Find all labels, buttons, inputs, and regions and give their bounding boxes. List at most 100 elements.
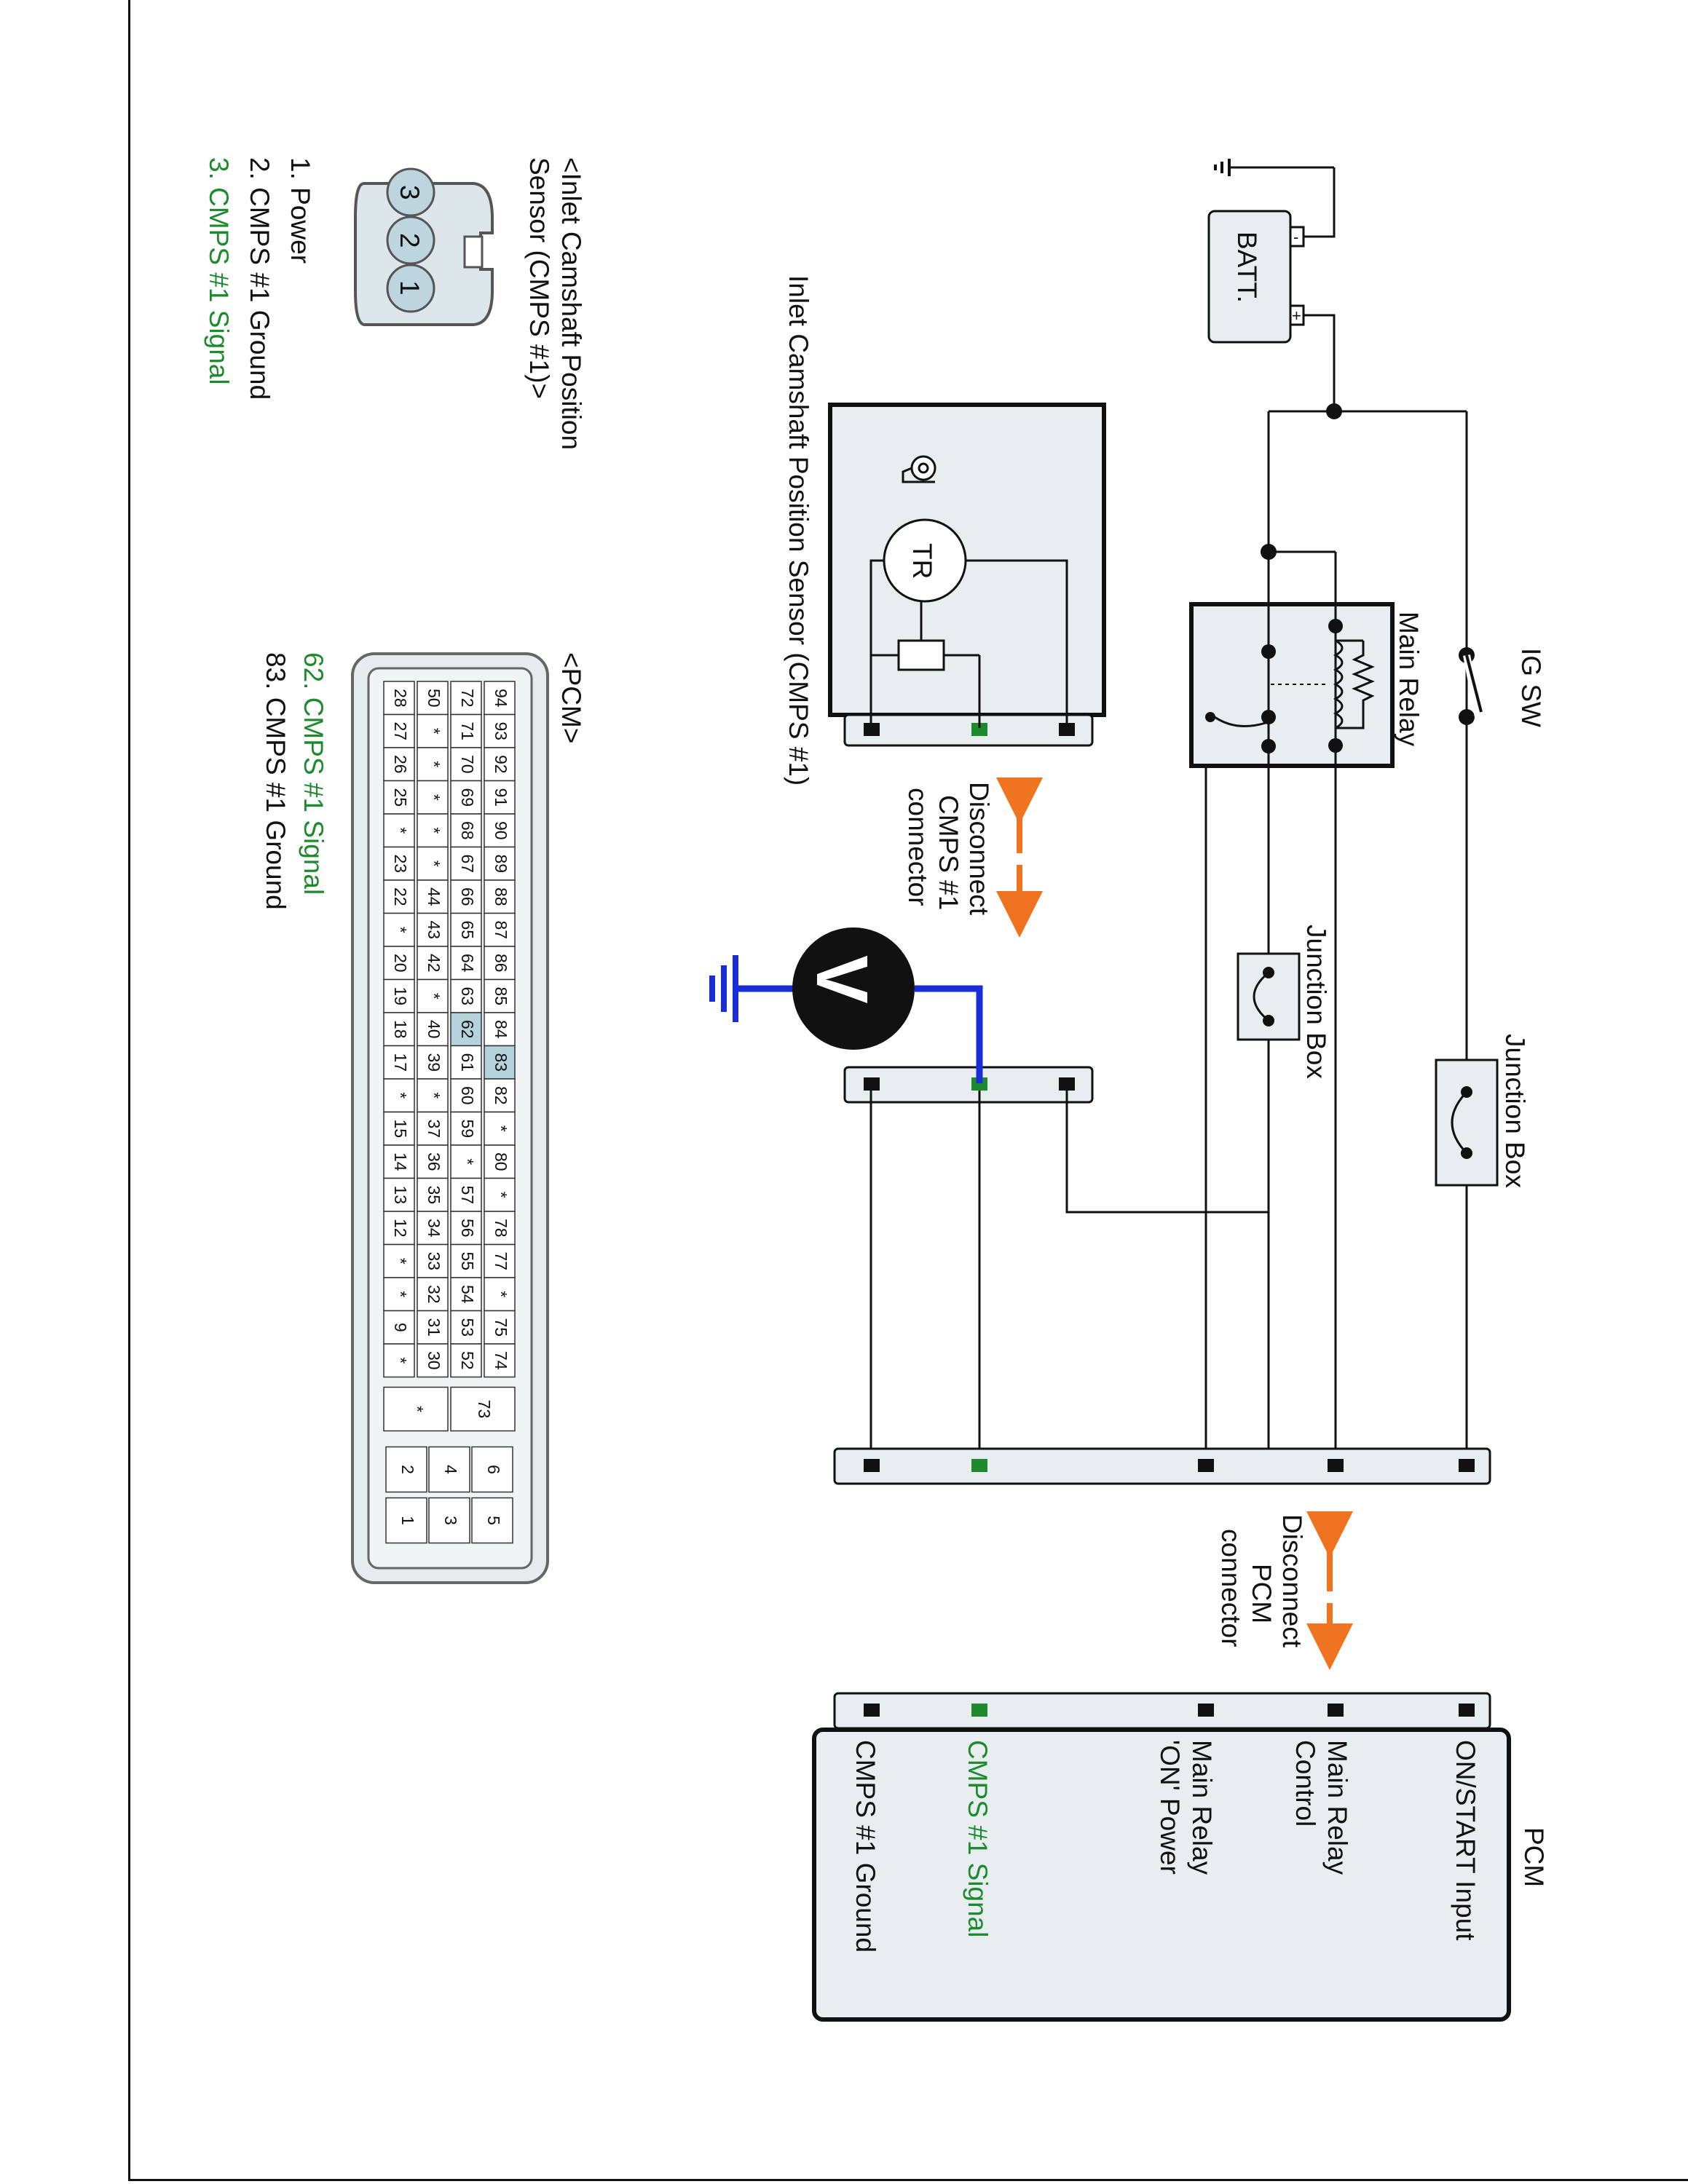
pcm-pin-cell — [417, 978, 449, 1013]
cmps-legend-pin-3: 3. CMPS #1 Signal — [204, 157, 234, 385]
pcm-pin-cell — [484, 978, 516, 1013]
pcm-pin-cell — [484, 1310, 516, 1345]
pcm-disconnect-line2: PCM — [1247, 1564, 1277, 1623]
cmps-legend-title-2: Sensor (CMPS #1)> — [524, 157, 554, 399]
pcm-pin-cell-label: * — [425, 827, 443, 834]
pcm-pin-cell — [417, 1111, 449, 1146]
pcm-pin-cell — [383, 1386, 449, 1432]
pcm-module: PCM ON/START Input Main Relay Control Ma… — [812, 1692, 1549, 2022]
cmps-legend-title-1: <Inlet Camshaft Position — [556, 157, 586, 450]
pcm-pin-cmps-signal: CMPS #1 Signal — [963, 1740, 993, 1937]
pcm-pin-cell-label: 88 — [492, 887, 510, 906]
pcm-pin-cell-label: 33 — [425, 1251, 443, 1270]
pcm-pin-cell-label: * — [425, 993, 443, 1000]
pcm-pin-cell-label: 26 — [391, 755, 410, 774]
pcm-pin-cell-label: 30 — [425, 1351, 443, 1370]
pcm-pin-cell-label: 57 — [458, 1185, 477, 1204]
pcm-pin-cell — [383, 879, 415, 914]
pcm-pin-cell-label: 87 — [492, 920, 510, 939]
ig-switch-label: IG SW — [1516, 648, 1546, 727]
pcm-pin-cell — [484, 1177, 516, 1212]
pcm-pin-cell-label: 70 — [458, 755, 477, 774]
pcm-pin-cell — [450, 1177, 482, 1212]
pcm-pin-cell — [417, 1310, 449, 1345]
pcm-pin-cell-label: 2 — [398, 1465, 417, 1474]
pcm-pin-cell-label: * — [492, 1192, 510, 1198]
pcm-pin-cell — [383, 912, 415, 947]
pcm-pin-cell — [417, 912, 449, 947]
pcm-pin-cell-label: 31 — [425, 1318, 443, 1337]
pcm-pin-cell-label: 5 — [484, 1516, 503, 1525]
pcm-pin-cell-label: 74 — [492, 1351, 510, 1370]
pcm-pin-cell-label: 91 — [492, 788, 510, 807]
pcm-pin-cell — [484, 713, 516, 748]
pcm-pin-cell — [417, 1012, 449, 1047]
pcm-pin-cell — [450, 946, 482, 981]
pcm-pin-cell — [383, 1012, 415, 1047]
pcm-pin-cell-label: 39 — [425, 1053, 443, 1072]
cmps-harness-connector — [843, 1066, 1094, 1104]
pcm-pin-cell-label: 66 — [458, 887, 477, 906]
pcm-pin-cell-label: 61 — [458, 1053, 477, 1072]
pcm-pin-cell-label: 27 — [391, 721, 410, 740]
pcm-pin-cell — [417, 1243, 449, 1278]
pcm-pin-cell — [484, 946, 516, 981]
pcm-pin-cell-label: 40 — [425, 1020, 443, 1039]
pcm-pin-cell — [484, 1144, 516, 1179]
ig-switch: IG SW — [1459, 647, 1546, 727]
pcm-pin-cell — [484, 1343, 516, 1378]
pcm-pin-cell-label: * — [391, 927, 410, 933]
pcm-pin-cell-label: * — [391, 827, 410, 834]
pcm-pin-on-start: ON/START Input — [1451, 1740, 1480, 1941]
pcm-pin-cell-label: 34 — [425, 1219, 443, 1238]
pcm-pin-cell-label: 37 — [425, 1119, 443, 1138]
pcm-pin-cell — [417, 1177, 449, 1212]
pcm-pin-cell — [417, 879, 449, 914]
pcm-pin-cell-label: 6 — [484, 1465, 503, 1474]
junction-box-2: Junction Box — [1435, 1034, 1530, 1188]
pcm-pin-cmps-ground: CMPS #1 Ground — [851, 1740, 880, 1952]
pcm-pin-cell — [383, 813, 415, 848]
pcm-pin-cell-label: 43 — [425, 920, 443, 939]
cmps-disconnect-line2: CMPS #1 — [934, 795, 963, 910]
pcm-pin-cell-label: * — [492, 1125, 510, 1132]
pcm-pin-cell-label: 44 — [425, 887, 443, 906]
pcm-pin-cell-label: * — [425, 728, 443, 735]
pcm-pin-cell-label: 28 — [391, 689, 410, 708]
pcm-pin-cell-label: 86 — [492, 954, 510, 973]
cmps-disconnect-line3: connector — [903, 788, 933, 906]
pcm-pin-cell — [428, 1497, 470, 1544]
pcm-pin-cell-label: * — [391, 1258, 410, 1265]
pcm-pin-cell-label: 94 — [492, 689, 510, 708]
cmps-legend-pin-1: 1. Power — [285, 157, 315, 264]
pcm-pin-cell-label: 23 — [391, 854, 410, 873]
pcm-pin-cell-label: * — [425, 761, 443, 767]
pcm-pin-cell — [450, 1310, 482, 1345]
cmps-pin-2: 2 — [395, 233, 425, 248]
pcm-pin-cell-label: 17 — [391, 1053, 410, 1072]
pcm-pin-cell — [484, 1045, 516, 1080]
pcm-pin-cell — [471, 1446, 513, 1493]
pcm-pin-cell-label: * — [425, 1092, 443, 1099]
pcm-pin-cell-label: 13 — [391, 1185, 410, 1204]
pcm-pin-cell-label: 19 — [391, 986, 410, 1005]
pcm-pin-cell — [450, 1144, 482, 1179]
pcm-disconnect-line1: Disconnect — [1277, 1514, 1307, 1648]
pcm-pin-cell-label: 14 — [391, 1152, 410, 1171]
pcm-pin-cell — [417, 946, 449, 981]
pcm-harness-connector — [833, 1447, 1491, 1485]
cmps-transistor-label: TR — [907, 543, 937, 579]
pcm-pin-cell-label: 36 — [425, 1152, 443, 1171]
pcm-pin-cell-label: 69 — [458, 788, 477, 807]
pcm-pin-cell-label: * — [458, 1158, 477, 1165]
pcm-pin-cell-label: 77 — [492, 1251, 510, 1270]
pcm-pin-cell-label: 65 — [458, 920, 477, 939]
pcm-pin-cell — [450, 879, 482, 914]
pcm-pin-cell-label: 90 — [492, 821, 510, 840]
pcm-pin-cell — [428, 1446, 470, 1493]
pcm-pin-cell-label: 62 — [458, 1020, 477, 1039]
junction-box-2-label: Junction Box — [1500, 1034, 1530, 1188]
pcm-pin-cell-label: 25 — [391, 788, 410, 807]
pcm-pin-cell — [417, 713, 449, 748]
pcm-pin-cell-label: * — [492, 1291, 510, 1297]
